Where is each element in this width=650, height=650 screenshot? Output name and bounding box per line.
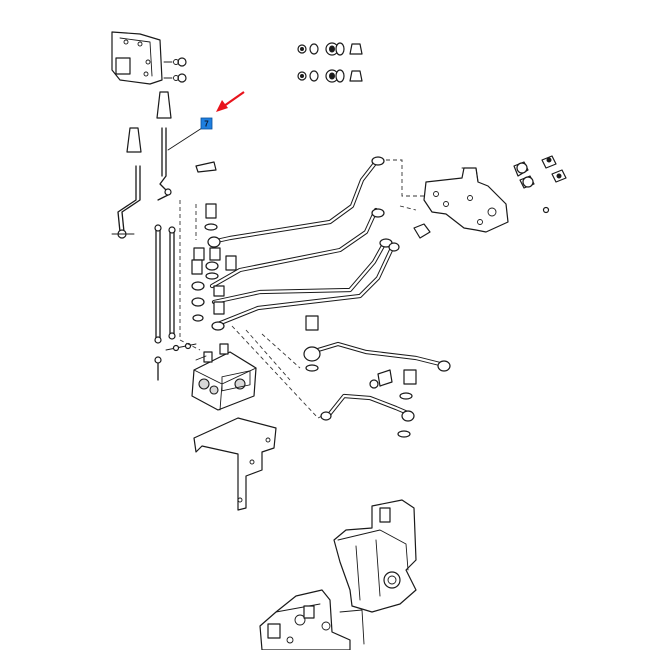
control-valve-block [191,343,257,411]
fitting-column-left [191,161,237,331]
hydraulic-pipe-1 [209,159,379,245]
red-pointer-arrow [216,91,245,112]
callout-leader [167,127,203,151]
valve-support-bracket [193,370,277,511]
hydraulic-pipe-5 [315,341,443,367]
hydraulic-pipe-4 [215,245,395,327]
fittings-top-right [513,155,567,214]
hydraulic-pipe-2 [209,207,379,289]
lever-knob-upper [156,91,172,119]
linkage-rods [154,224,197,381]
nut-set-top [297,42,363,83]
pipe-end-fittings [320,156,451,422]
lever-knob-lower [126,127,142,153]
callout-7[interactable]: 7 [200,117,213,130]
mounting-bracket-top [111,31,163,85]
hydraulic-pipe-6 [325,393,413,419]
callout-7-label: 7 [204,120,209,129]
tractor-hydraulic-housing [259,499,417,650]
valve-mounting-plate [413,167,509,239]
hydraulic-pipe-3 [211,241,387,305]
control-lever-rods [111,127,172,239]
bracket-bolts [163,57,187,83]
fittings-middle [303,315,417,438]
